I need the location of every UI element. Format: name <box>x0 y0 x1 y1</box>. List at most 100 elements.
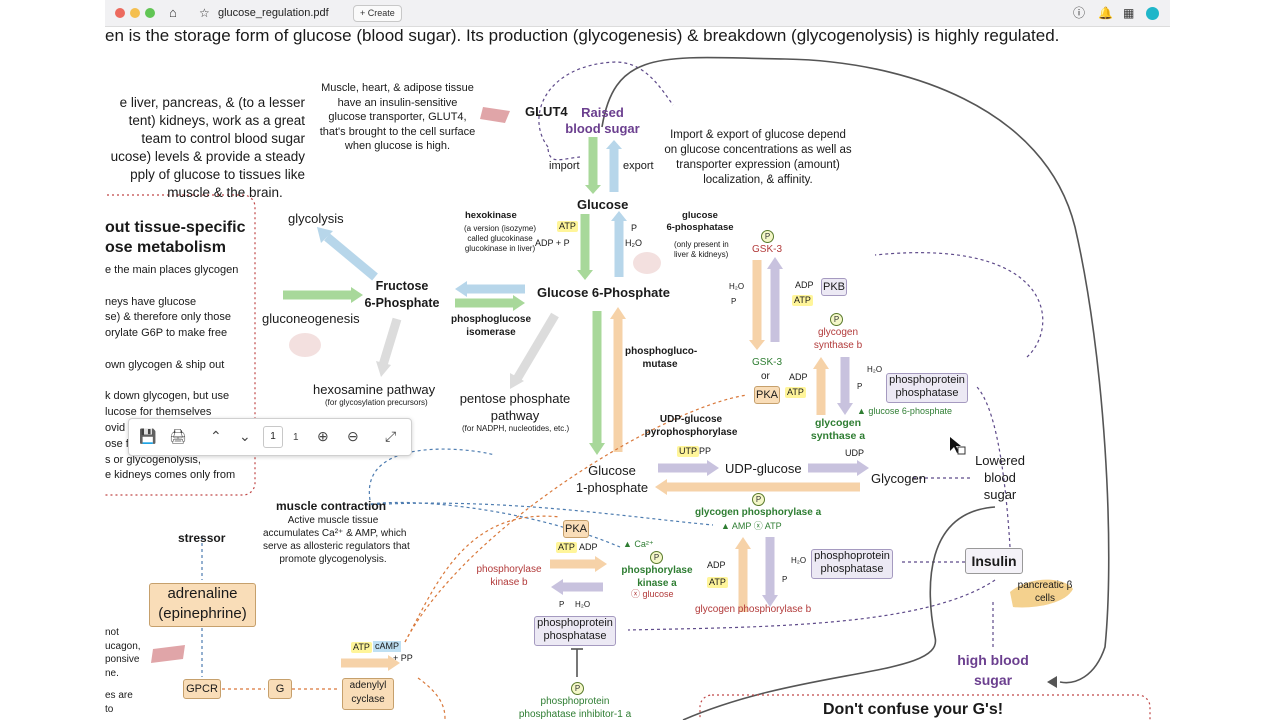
home-icon[interactable]: ⌂ <box>169 5 177 20</box>
gp-b-label: glycogen phosphorylase b <box>695 604 812 615</box>
create-button[interactable]: + Create <box>353 5 402 22</box>
muscle-dashed-up <box>368 448 496 501</box>
frag-line: to <box>105 703 114 715</box>
g1p-label: Glucose 1-phosphate <box>572 462 652 496</box>
tissue-line: e kidneys comes only from <box>105 469 236 482</box>
gpcr-box: GPCR <box>183 679 221 699</box>
adp-phk-label: ADP <box>579 542 598 552</box>
tab-title[interactable]: glucose_regulation.pdf <box>218 7 329 19</box>
g6p-label: Glucose 6-Phosphate <box>537 285 670 300</box>
help-icon[interactable]: ⓘ <box>1073 6 1086 20</box>
pp-line: phosphoprotein <box>814 550 890 562</box>
tissue-line: se) & therefore only those <box>105 311 231 324</box>
gsa-line: synthase a <box>810 430 866 442</box>
muscle-description: Active muscle tissue accumulates Ca²⁺ & … <box>263 514 410 566</box>
save-icon[interactable]: 💾 <box>139 428 157 444</box>
pgi-forward-arrow-head <box>513 295 525 311</box>
ie-line: Import & export of glucose depend <box>670 129 846 141</box>
ie-line: on glucose concentrations as well as <box>664 144 852 156</box>
udpgp-arrow-head <box>707 460 719 476</box>
pka-box: PKA <box>754 386 780 404</box>
pgi-line: phosphoglucose <box>451 314 531 325</box>
collapse-icon[interactable]: ⤢ <box>385 428 397 444</box>
tissue-line: neys have glucose <box>105 295 197 308</box>
raised-line: blood sugar <box>565 121 640 136</box>
pancreas-icon <box>1010 579 1073 608</box>
pp-box-gp: phosphoprotein phosphatase <box>811 549 893 579</box>
star-icon[interactable]: ☆ <box>199 6 210 20</box>
minimize-window-button[interactable] <box>130 8 140 18</box>
import-arrow-head <box>585 185 601 194</box>
udpgp-line: UDP-glucose <box>659 414 723 425</box>
glut4-line: have an insulin-sensitive <box>337 96 458 109</box>
left-line: e liver, pancreas, & (to a lesser <box>119 95 305 110</box>
gsb-line: glycogen <box>817 327 859 338</box>
g6pase-line: 6-phosphatase <box>666 222 734 233</box>
camp-to-pka-dashed <box>404 515 561 643</box>
hexosamine-arrow <box>378 317 402 367</box>
stressor-label: stressor <box>178 531 226 545</box>
f6p-line: Fructose <box>375 279 429 293</box>
pentose-note: (for NADPH, nucleotides, etc.) <box>462 424 570 433</box>
tissue-line: orylate G6P to make free <box>105 327 228 340</box>
camp-ppi-label: + PP <box>393 653 413 663</box>
close-window-button[interactable] <box>115 8 125 18</box>
pi-gsk-label: P <box>731 297 737 306</box>
gs-a-label: glycogen synthase a <box>805 417 871 443</box>
hexosamine-arrow-head <box>376 361 391 377</box>
frag-line: ne. <box>105 667 119 679</box>
hexokinase-note: (a version (isozyme) called glucokinase … <box>445 224 555 254</box>
camp-down-dashed <box>417 677 446 720</box>
pgm-label: phosphogluco- mutase <box>625 345 697 371</box>
hexosamine-label: hexosamine pathway <box>313 382 436 397</box>
muscle-contraction-label: muscle contraction <box>276 499 387 513</box>
adp-pi-label: ADP + P <box>535 238 570 248</box>
g6pase-note-line: (only present in <box>674 240 729 249</box>
gsk3-arrow-head <box>749 340 765 350</box>
left-fragment-text-2: es are to <box>105 689 133 716</box>
left-line: ucose) levels & provide a steady <box>110 149 305 164</box>
glut4-dashed <box>538 61 674 148</box>
tissue-line: ose fr <box>105 437 133 450</box>
dont-confuse-title: Don't confuse your G's! <box>823 701 1004 718</box>
atp-gp-badge: ATP <box>707 577 728 588</box>
avatar[interactable] <box>1146 7 1159 20</box>
phk-a-regulator: ⓧ glucose <box>631 589 674 599</box>
tissue-list: e the main places glycogen neys have glu… <box>105 263 238 484</box>
frag-line: ponsive <box>105 654 140 665</box>
pka-box-2: PKA <box>563 520 589 538</box>
chevron-up-icon[interactable]: ⌃ <box>210 428 222 444</box>
udp-label: UDP <box>845 448 865 458</box>
pp-line: phosphatase <box>543 630 607 643</box>
print-icon[interactable]: 🖨 <box>169 428 187 444</box>
pentose-arrow-head <box>510 373 524 389</box>
maximize-window-button[interactable] <box>145 8 155 18</box>
zoom-out-icon[interactable]: ⊖ <box>347 428 359 444</box>
glut4-line: Muscle, heart, & adipose tissue <box>321 82 474 94</box>
raised-bg-feedback-line <box>601 56 1110 684</box>
pi-label: P <box>631 223 638 233</box>
pgi-label: phosphoglucose isomerase <box>445 313 537 339</box>
highbg-line: sugar <box>973 672 1013 688</box>
g6pase-label: glucose 6-phosphatase <box>660 210 740 234</box>
atp-gsk-badge: ATP <box>792 295 813 306</box>
import-label: import <box>549 160 580 172</box>
high-blood-sugar-label: high blood sugar <box>943 650 1043 690</box>
pathway-arrows <box>105 56 1151 720</box>
utp-badge: UTP <box>677 446 699 457</box>
phk-a-label: phosphorylase kinase a <box>615 564 699 590</box>
zoom-in-icon[interactable]: ⊕ <box>317 428 329 444</box>
chevron-down-icon[interactable]: ⌄ <box>239 428 251 444</box>
bell-icon[interactable]: 🔔 <box>1098 6 1113 20</box>
page-number-input[interactable]: 1 <box>263 426 283 448</box>
phospho-marker: P <box>830 313 843 326</box>
tissue-line <box>105 342 238 358</box>
hk-note-line: called glucokinase <box>467 234 533 243</box>
glycolysis-arrow <box>324 233 378 281</box>
gsk3-top-label: GSK-3 <box>752 244 783 255</box>
phospho-marker: P <box>650 551 663 564</box>
pdf-toolbar: 💾 🖨 ⌃ ⌄ 1 1 ⊕ ⊖ ⤢ <box>128 418 412 456</box>
pkb-box: PKB <box>821 278 847 296</box>
left-line: muscle & the brain. <box>167 185 283 200</box>
apps-grid-icon[interactable]: ▦ <box>1123 6 1135 20</box>
